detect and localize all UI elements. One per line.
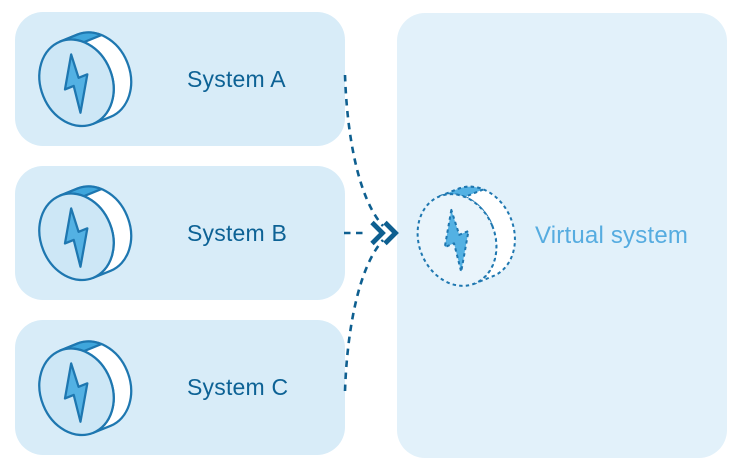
system-b-card: System B (15, 166, 345, 300)
arrow-from-system-a (343, 74, 384, 227)
system-a-label: System A (187, 65, 286, 92)
system-c-card: System C (15, 320, 345, 455)
lightning-disc-icon (35, 182, 135, 284)
system-b-label: System B (187, 219, 288, 246)
lightning-disc-dashed-icon (413, 180, 519, 291)
system-a-card: System A (15, 12, 345, 146)
virtual-system-label: Virtual system (535, 221, 689, 249)
double-chevron-arrowhead (370, 220, 386, 246)
virtual-system-card: Virtual system (397, 13, 727, 458)
lightning-disc-icon (35, 28, 135, 130)
lightning-disc-icon (35, 336, 135, 439)
arrow-from-system-c (343, 239, 384, 392)
double-chevron-arrowhead (383, 220, 399, 246)
system-c-label: System C (187, 374, 289, 400)
